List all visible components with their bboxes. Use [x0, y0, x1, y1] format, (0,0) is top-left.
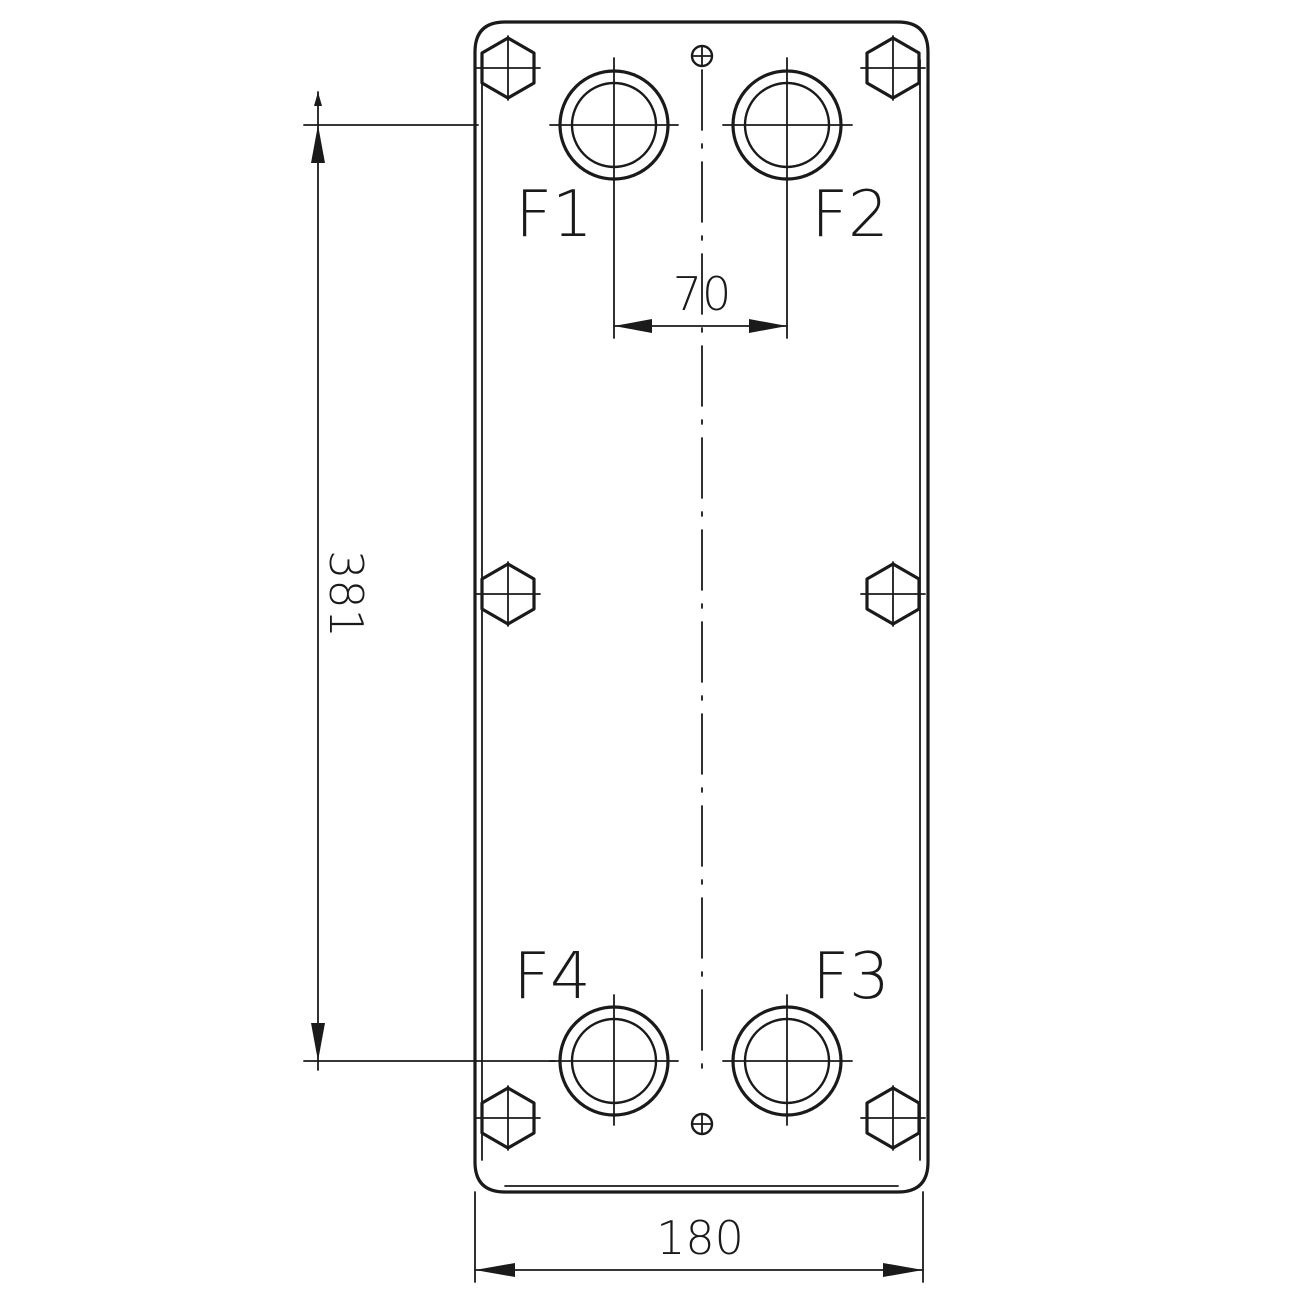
bottom-center-mark-icon	[690, 1112, 714, 1136]
top-center-mark-icon	[690, 44, 714, 68]
port-label-f4: F4	[513, 940, 591, 1014]
port-f3-icon	[722, 994, 853, 1126]
bolt-top-right-icon	[860, 35, 926, 101]
bolt-top-left-icon	[475, 35, 541, 101]
bolt-bottom-left-icon	[475, 1085, 541, 1151]
dimension-label-overall-width: 180	[656, 1211, 744, 1265]
port-f4-icon	[549, 994, 679, 1126]
bolt-middle-right-icon	[860, 561, 926, 627]
port-label-f3: F3	[812, 940, 890, 1014]
dimension-label-vertical-distance: 381	[319, 550, 373, 638]
bolt-middle-left-icon	[475, 561, 541, 627]
port-f2-icon	[722, 57, 853, 339]
dimension-port-spacing	[613, 319, 788, 333]
plate-outline	[473, 20, 930, 1194]
dimension-vertical-distance	[303, 91, 556, 1071]
bolt-bottom-right-icon	[860, 1085, 926, 1151]
port-f1-icon	[549, 57, 679, 339]
port-label-f2: F2	[811, 178, 889, 252]
dimension-label-port-spacing: 70	[673, 267, 732, 321]
dimension-overall-width	[474, 1191, 924, 1283]
port-label-f1: F1	[515, 178, 593, 252]
